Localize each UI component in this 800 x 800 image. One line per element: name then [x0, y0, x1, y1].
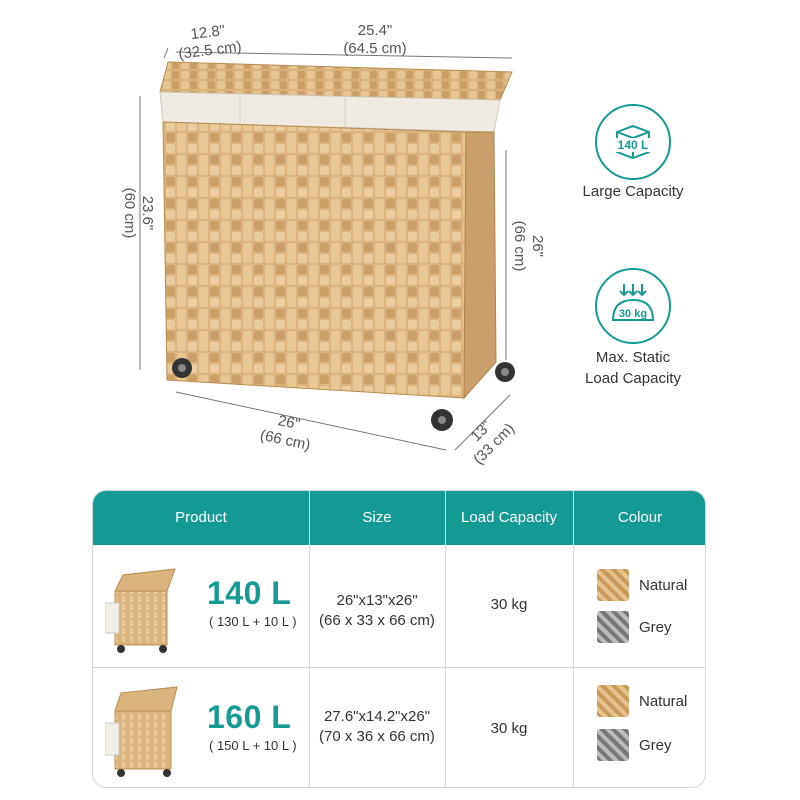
size-cell: 27.6"x14.2"x26"(70 x 36 x 66 cm): [319, 708, 435, 745]
colour-grey: Grey: [639, 619, 672, 636]
column-divider: [309, 491, 310, 787]
size-cell: 26"x13"x26"(66 x 33 x 66 cm): [319, 592, 435, 629]
header-size: Size: [362, 509, 392, 526]
product-thumbnail-140l: [105, 568, 176, 653]
grey-swatch: [597, 729, 629, 761]
load-icon-circle: 30 kg: [595, 268, 671, 344]
natural-swatch: [597, 569, 629, 601]
colour-natural: Natural: [639, 693, 688, 710]
grey-swatch: [597, 611, 629, 643]
volume-160l: 160 L: [207, 699, 292, 735]
capacity-icon-circle: 140 L: [595, 104, 671, 180]
header-colour: Colour: [617, 509, 663, 526]
volume-140l: 140 L: [207, 575, 292, 611]
header-load-capacity: Load Capacity: [461, 509, 557, 526]
row-divider: [93, 667, 705, 668]
natural-swatch: [597, 685, 629, 717]
colour-grey: Grey: [639, 737, 672, 754]
weight-icon: [611, 284, 655, 321]
load-badge: 30 kg: [618, 308, 648, 320]
comparison-table: Product Size Load Capacity Colour 140 L …: [92, 490, 706, 788]
volume-detail: ( 130 L + 10 L ): [209, 614, 297, 629]
dimension-top-width: 25.4"(64.5 cm): [343, 22, 407, 57]
dimension-total-height: 26"(66 cm): [511, 220, 546, 272]
colour-natural: Natural: [639, 577, 688, 594]
capacity-badge: 140 L: [607, 138, 659, 152]
feature-large-capacity: Large Capacity: [582, 183, 684, 200]
load-cell: 30 kg: [490, 596, 528, 613]
wheel-icon: [172, 358, 515, 431]
column-divider: [573, 491, 574, 787]
laundry-hamper-illustration: [139, 47, 515, 451]
column-divider: [445, 491, 446, 787]
table-header: Product Size Load Capacity Colour: [93, 491, 705, 545]
product-thumbnail-160l: [105, 686, 178, 777]
header-product: Product: [175, 509, 227, 526]
load-cell: 30 kg: [490, 720, 528, 737]
dimension-body-height: 23.6"(60 cm): [121, 187, 156, 239]
volume-detail: ( 150 L + 10 L ): [209, 738, 297, 753]
